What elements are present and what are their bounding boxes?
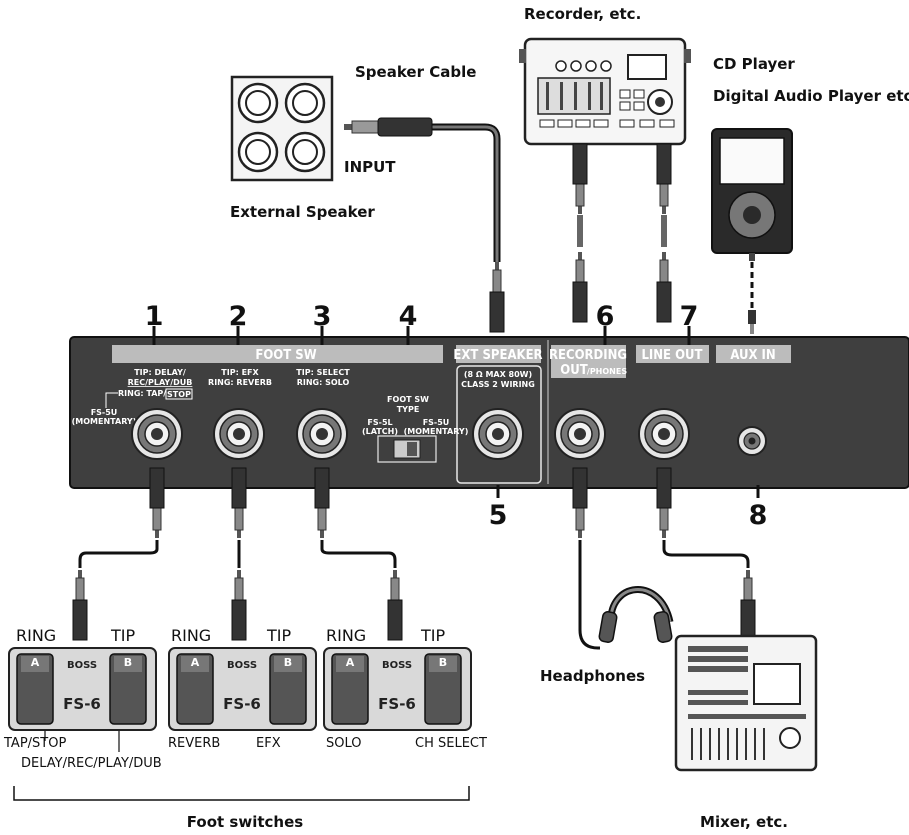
svg-text:FS-6: FS-6: [378, 695, 416, 713]
recording-out-header: RECORDING: [549, 348, 627, 363]
recorder-icon: [519, 37, 691, 146]
callout-6: 6: [596, 301, 615, 332]
fs5u-left: FS-5U: [91, 408, 118, 417]
callout-8: 8: [749, 500, 768, 531]
jack1-ring: RING: TAP/: [118, 389, 166, 398]
efx-label: EFX: [256, 736, 281, 751]
foot-sw-type-2: TYPE: [397, 405, 420, 414]
jack-foot-sw-2[interactable]: [213, 408, 265, 460]
jack1-tip: TIP: DELAY/: [134, 368, 186, 377]
svg-text:B: B: [284, 656, 292, 669]
callout-2: 2: [229, 301, 248, 332]
ext-speaker-header: EXT SPEAKER: [453, 348, 542, 363]
line-out-header: LINE OUT: [641, 348, 702, 363]
callout-4: 4: [399, 301, 418, 332]
svg-text:B: B: [439, 656, 447, 669]
recorder-cable-icon: [572, 143, 672, 323]
digital-audio-player-icon: [711, 128, 793, 334]
momentary-right: (MOMENTARY): [404, 427, 469, 436]
mixer-label: Mixer, etc.: [700, 813, 788, 831]
ext-speaker-wiring: CLASS 2 WIRING: [461, 380, 535, 389]
jack1-tip-2: REC/PLAY/DUB: [128, 378, 193, 387]
callout-3: 3: [313, 301, 332, 332]
svg-text:BOSS: BOSS: [67, 660, 97, 671]
jack1-stop: STOP: [167, 390, 191, 399]
svg-text:FS-6: FS-6: [223, 695, 261, 713]
external-speaker-label: External Speaker: [230, 203, 375, 221]
svg-text:A: A: [346, 656, 355, 669]
svg-text:BOSS: BOSS: [227, 660, 257, 671]
speaker-cable-icon: [344, 117, 505, 333]
foot-switch-plugs: [72, 467, 756, 641]
jack3-ring: RING: SOLO: [297, 378, 350, 387]
svg-text:BOSS: BOSS: [382, 660, 412, 671]
jack-line-out[interactable]: [638, 408, 690, 460]
delay-rec-label: DELAY/REC/PLAY/DUB: [21, 756, 162, 771]
solo-label: SOLO: [326, 736, 362, 751]
ring-label-1: RING: [16, 626, 56, 645]
ch-select-label: CH SELECT: [415, 736, 487, 751]
headphones-icon: [598, 586, 674, 643]
mixer-icon: [674, 634, 818, 772]
ring-label-3: RING: [326, 626, 366, 645]
digital-audio-player-label: Digital Audio Player etc: [713, 87, 909, 105]
recording-out-header-2: OUT: [560, 363, 587, 378]
latch-label: (LATCH): [362, 427, 398, 436]
external-speaker-icon: [230, 75, 334, 182]
callout-lines: [152, 326, 760, 498]
jack-aux-in[interactable]: [737, 426, 767, 456]
svg-text:B: B: [124, 656, 132, 669]
fs5u-right: FS-5U: [423, 418, 450, 427]
foot-sw-type: FOOT SW: [387, 395, 429, 404]
jack2-ring: RING: REVERB: [208, 378, 272, 387]
jack-recording-out[interactable]: [554, 408, 606, 460]
recorder-label: Recorder, etc.: [524, 5, 641, 23]
jack2-tip: TIP: EFX: [221, 368, 259, 377]
callout-5: 5: [489, 500, 508, 531]
svg-text:A: A: [31, 656, 40, 669]
pedal-labels: A B BOSS FS-6 A B BOSS FS-6 A B BOSS FS-…: [31, 656, 447, 713]
phones-label: /PHONES: [587, 367, 627, 376]
jack-ext-speaker[interactable]: [472, 408, 524, 460]
cd-player-label: CD Player: [713, 55, 795, 73]
tip-label-1: TIP: [110, 626, 135, 645]
input-label: INPUT: [344, 158, 396, 176]
tip-label-3: TIP: [420, 626, 445, 645]
foot-switches-bracket: [13, 786, 470, 801]
foot-switch-cables: [78, 540, 750, 650]
jack3-tip: TIP: SELECT: [296, 368, 350, 377]
foot-switches-label: Foot switches: [187, 813, 303, 831]
jack-foot-sw-3[interactable]: [296, 408, 348, 460]
fs5l-label: FS-5L: [367, 418, 392, 427]
momentary-left: (MOMENTARY): [72, 417, 137, 426]
tap-stop-label: TAP/STOP: [3, 736, 66, 751]
ext-speaker-spec: (8 Ω MAX 80W): [464, 370, 532, 379]
speaker-cable-label: Speaker Cable: [355, 63, 476, 81]
tip-label-2: TIP: [266, 626, 291, 645]
ring-label-2: RING: [171, 626, 211, 645]
jack-foot-sw-1[interactable]: [131, 408, 183, 460]
callout-1: 1: [145, 301, 164, 332]
callout-7: 7: [680, 301, 699, 332]
svg-text:A: A: [191, 656, 200, 669]
svg-text:FS-6: FS-6: [63, 695, 101, 713]
headphones-label: Headphones: [540, 667, 645, 685]
reverb-label: REVERB: [168, 736, 220, 751]
foot-sw-header: FOOT SW: [255, 348, 316, 363]
aux-in-header: AUX IN: [730, 348, 775, 363]
